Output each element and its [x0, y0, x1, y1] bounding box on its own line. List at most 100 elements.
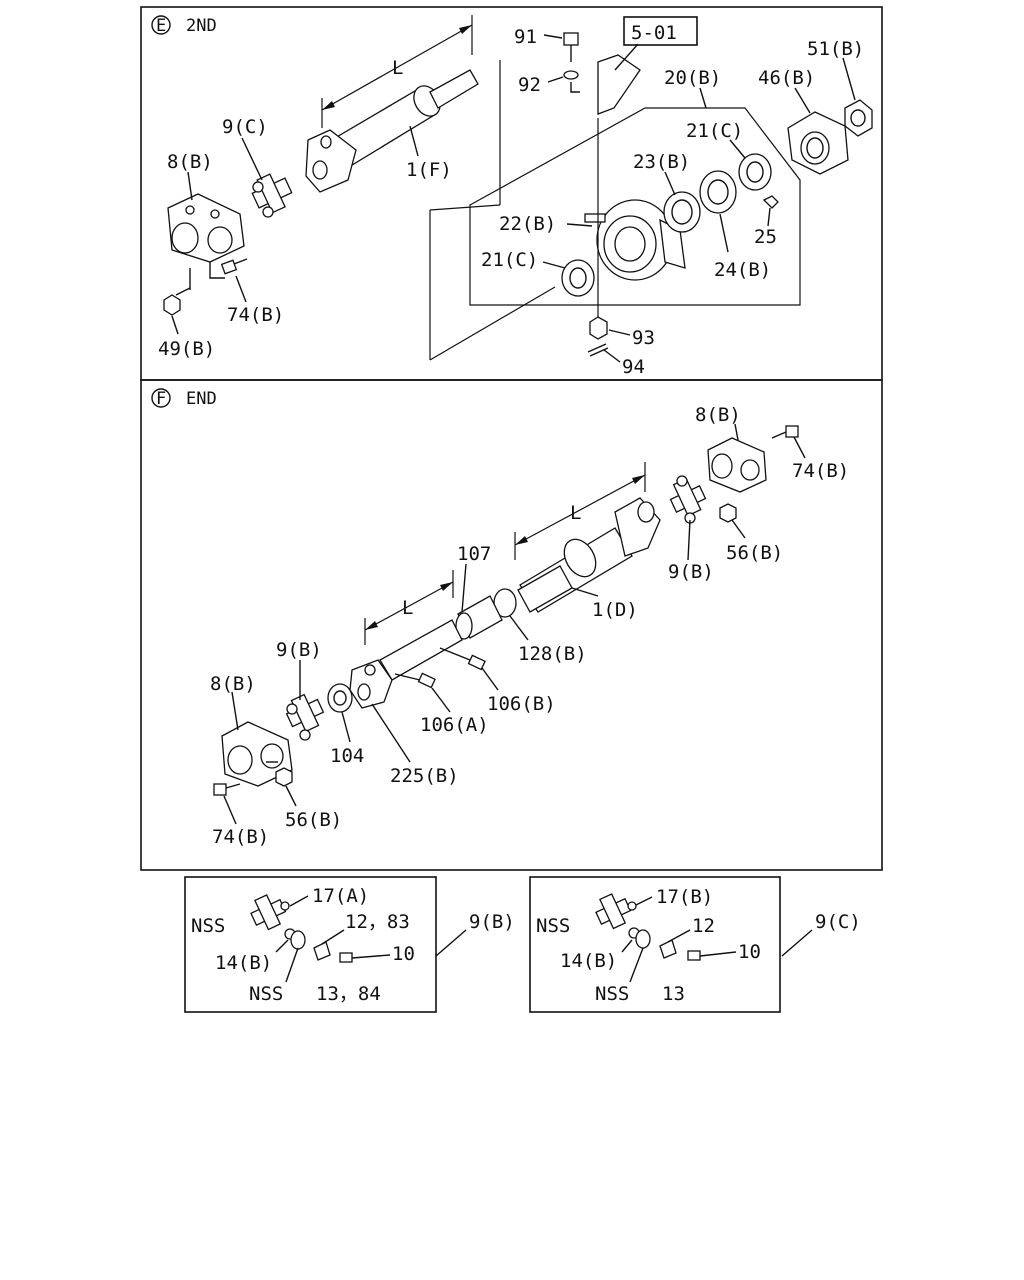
plug-106a: [417, 672, 436, 689]
label-91: 91: [514, 26, 537, 48]
label-128b: 128(B): [518, 643, 587, 665]
section-f-frame: [140, 379, 883, 871]
nut-51b: [844, 99, 873, 137]
ring-24b: [699, 170, 737, 214]
nut-56b-f-bottom: [275, 767, 293, 787]
label-74b-e: 74(B): [227, 304, 284, 326]
label-25: 25: [754, 226, 777, 248]
universal-joint-9b-left: [285, 693, 325, 741]
label-106b: 106(B): [487, 693, 556, 715]
label-106a: 106(A): [420, 714, 489, 736]
drive-shaft-1d: [517, 497, 661, 613]
dim-l-f-long: L: [570, 502, 581, 524]
nut-49b: [163, 294, 181, 316]
label-8b-f-left: 8(B): [210, 673, 256, 695]
universal-joint-9b-right: [669, 475, 707, 524]
section-e-badge: [151, 15, 171, 35]
bearing-23b: [663, 191, 701, 233]
center-bearing-22b: [584, 199, 686, 281]
section-f-drawing: [213, 425, 799, 796]
bolt-74b-e: [220, 258, 248, 275]
seal-21c-bottom: [561, 259, 595, 297]
seal-104: [327, 683, 353, 713]
label-93: 93: [632, 327, 655, 349]
label-104: 104: [330, 745, 364, 767]
kit-9c-label-nss-bottom: NSS: [595, 983, 629, 1005]
nut-56b-f-top: [719, 503, 737, 523]
label-24b: 24(B): [714, 259, 771, 281]
kit-9b-box: [184, 876, 437, 1013]
pin-94: [587, 343, 609, 357]
label-1d: 1(D): [592, 599, 638, 621]
universal-joint-9c: [251, 173, 293, 218]
ref-box-label: 5-01: [631, 22, 677, 44]
label-92: 92: [518, 74, 541, 96]
label-107: 107: [457, 543, 491, 565]
label-1f: 1(F): [406, 159, 452, 181]
nipple-25: [762, 195, 779, 209]
slip-yoke-225b: [349, 619, 463, 709]
kit-9b-label-10: 10: [392, 943, 415, 965]
label-8b-e: 8(B): [167, 151, 213, 173]
label-225b: 225(B): [390, 765, 459, 787]
label-56b-f-bottom: 56(B): [285, 809, 342, 831]
kit-9c-label-10: 10: [738, 941, 761, 963]
kit-9b-label-12-83: 12，83: [345, 911, 410, 933]
kit-9b-label-14b: 14(B): [215, 952, 272, 974]
kit-9c-label-nss-top: NSS: [536, 915, 570, 937]
section-e-title: 2ND: [186, 16, 217, 36]
bolt-74b-f-top: [785, 425, 799, 438]
kit-9c-box: [529, 876, 781, 1013]
flange-46b: [787, 111, 849, 175]
label-56b-f-top: 56(B): [726, 542, 783, 564]
label-74b-f-bottom: 74(B): [212, 826, 269, 848]
dim-l-e: L: [392, 57, 403, 79]
label-74b-f-top: 74(B): [792, 460, 849, 482]
label-9c: 9(C): [222, 116, 268, 138]
section-e-letter: E: [156, 16, 166, 36]
label-94: 94: [622, 356, 645, 378]
label-9b-f-right: 9(B): [668, 561, 714, 583]
kit-9b-label-17a: 17(A): [312, 885, 369, 907]
kit-9c-label-12: 12: [692, 915, 715, 937]
ref-box-frame: [623, 16, 698, 46]
section-e-drawing: [163, 15, 873, 361]
kit-9b-label-13-84: 13，84: [316, 983, 381, 1005]
kit-9b-label-nss-top: NSS: [191, 915, 225, 937]
kit-9c-title: 9(C): [815, 911, 861, 933]
kit-9b-title: 9(B): [469, 911, 515, 933]
section-f-badge: [151, 388, 171, 408]
bracket-5-01: [597, 54, 641, 115]
seal-21c-top: [738, 153, 772, 191]
flange-8b-e: [167, 193, 245, 263]
label-20b: 20(B): [664, 67, 721, 89]
section-f-letter: F: [156, 389, 166, 409]
plug-106b: [467, 654, 486, 671]
label-8b-f-top: 8(B): [695, 404, 741, 426]
washer-92: [563, 70, 579, 80]
section-f-title: END: [186, 389, 217, 409]
label-49b: 49(B): [158, 338, 215, 360]
kit-9c-label-13: 13: [662, 983, 685, 1005]
kit-9b-drawing: [250, 894, 353, 963]
label-22b: 22(B): [499, 213, 556, 235]
kit-9c-drawing: [595, 893, 701, 961]
bolt-74b-f-bottom: [213, 783, 227, 796]
drive-shaft-1f: [305, 69, 479, 193]
label-9b-f-left: 9(B): [276, 639, 322, 661]
label-21c-bottom: 21(C): [481, 249, 538, 271]
flange-8b-f-right: [707, 437, 767, 493]
leader-lines: [171, 34, 856, 983]
label-46b: 46(B): [758, 67, 815, 89]
label-51b: 51(B): [807, 38, 864, 60]
label-21c-top: 21(C): [686, 120, 743, 142]
label-23b: 23(B): [633, 151, 690, 173]
kit-9b-label-nss-bottom: NSS: [249, 983, 283, 1005]
bolt-91: [563, 32, 579, 46]
dim-l-f-short: L: [402, 597, 413, 619]
nut-93: [589, 316, 608, 340]
center-bearing-group-outline: [469, 107, 801, 306]
kit-9c-label-14b: 14(B): [560, 950, 617, 972]
kit-9c-label-17b: 17(B): [656, 886, 713, 908]
